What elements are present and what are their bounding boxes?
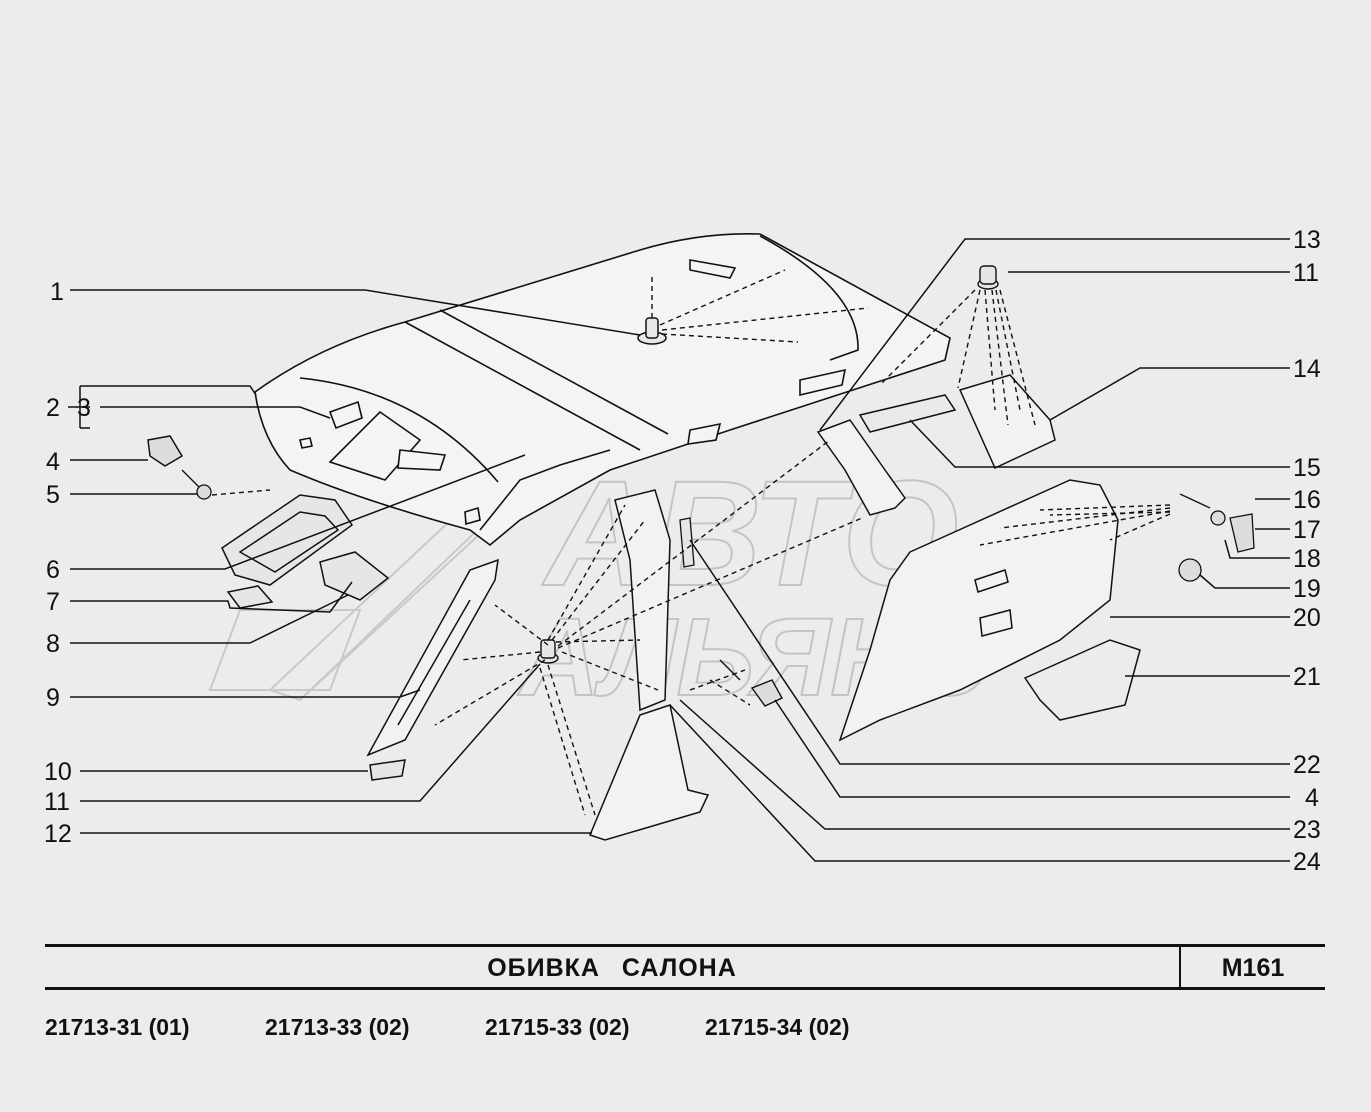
title-block: ОБИВКА САЛОНА M161 [45,944,1325,990]
clip-part-top [977,265,999,290]
lamp-lens-part [226,585,274,609]
callout-15: 15 [1293,454,1321,482]
model-item: 21715-33 (02) [485,1014,630,1040]
callout-17: 17 [1293,516,1321,544]
callout-21: 21 [1293,663,1321,691]
model-item: 21713-31 (01) [45,1014,190,1040]
sun-visor-holder-part [319,551,390,601]
callout-12: 12 [44,820,72,848]
model-list: 21713-31 (01) 21713-33 (02) 21715-33 (02… [45,1014,945,1048]
callout-18: 18 [1293,545,1321,573]
clip-part [537,639,559,664]
model-item: 21715-34 (02) [705,1014,850,1040]
diagram-title: ОБИВКА САЛОНА [487,954,737,982]
dashed-arrows [211,269,1171,816]
leader-lines [68,238,1290,862]
a-pillar-trim-part [366,558,499,757]
model-item: 21713-33 (02) [265,1014,410,1040]
callout-6: 6 [46,556,60,584]
callouts-right: 13 11 14 15 16 17 18 19 20 21 22 4 23 24 [1293,226,1321,876]
callout-5: 5 [46,481,60,509]
screw-part [181,469,212,500]
callout-11-right: 11 [1293,259,1319,287]
insert-part [369,759,406,781]
b-pillar-lower-part [588,704,710,841]
small-fasteners-part [1178,493,1255,582]
callout-4-right: 4 [1305,784,1319,812]
callout-24: 24 [1293,848,1321,876]
callout-19: 19 [1293,575,1321,603]
callout-1: 1 [50,278,64,306]
callout-11-left: 11 [44,788,70,816]
callout-16: 16 [1293,486,1321,514]
callout-20: 20 [1293,604,1321,632]
callout-10: 10 [44,758,72,786]
rear-panel-part [958,374,1056,470]
b-pillar-upper-part [614,489,671,712]
handle-part-2 [719,659,783,707]
callout-23: 23 [1293,816,1321,844]
callout-3: 3 [77,394,91,422]
callout-2: 2 [46,394,60,422]
luggage-side-trim-part [838,479,1119,742]
callout-4-left: 4 [46,448,60,476]
callout-9: 9 [46,684,60,712]
console-part [221,494,354,586]
c-pillar-upper-part [816,419,906,516]
callouts-left: 1 2 3 4 5 6 7 8 9 10 11 12 [44,278,91,848]
title-divider [1179,947,1181,987]
shelf-trim-part [858,394,957,433]
handle-part [147,435,184,467]
storage-box-part [1023,639,1141,721]
diagram-code: M161 [1221,954,1285,982]
callout-7: 7 [46,588,60,616]
callout-22: 22 [1293,751,1321,779]
headliner-part [254,233,951,547]
callout-13: 13 [1293,226,1321,254]
callout-14: 14 [1293,355,1321,383]
headliner-clip [637,317,667,345]
callout-8: 8 [46,630,60,658]
